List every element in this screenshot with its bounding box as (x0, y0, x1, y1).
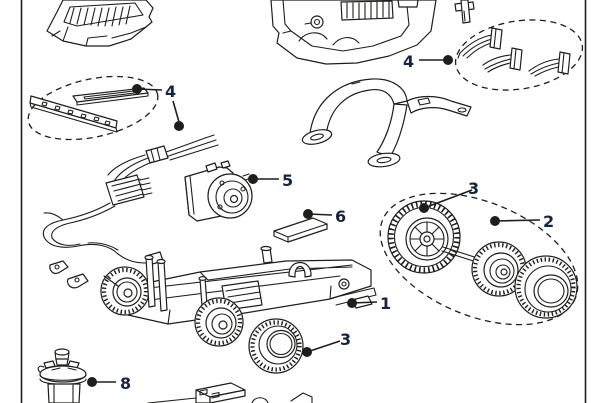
chassis-roll-hoop (288, 261, 312, 278)
rear-wheel (387, 200, 461, 274)
connector-part (147, 382, 313, 403)
retaining-clip (457, 27, 503, 59)
callout-8-guide: 8 (87, 374, 131, 393)
interior-tray-part (270, 0, 437, 65)
strips-group-ellipse (27, 75, 159, 141)
callout-5-motor: 5 (248, 171, 293, 190)
callout-3-tire: 3 (302, 330, 351, 357)
callout-4-strips: 4 (132, 82, 184, 131)
retaining-clip (482, 47, 523, 73)
chassis-front-wheel (100, 266, 150, 316)
gear-hub (471, 241, 527, 297)
callout-label: 4 (403, 52, 414, 71)
axle-assembly-ellipse (379, 192, 579, 326)
callout-label: 6 (335, 207, 346, 226)
callout-1-chassis: 1 (347, 294, 391, 313)
chassis-part (100, 245, 377, 347)
callout-label: 2 (543, 212, 554, 231)
guide-part (37, 348, 87, 403)
clip-part-single (454, 0, 475, 24)
body-roof-part (46, 0, 154, 47)
callout-6-magnet: 6 (303, 207, 346, 226)
retaining-clip (528, 51, 571, 77)
body-mount-part (301, 78, 472, 168)
callout-label: 3 (340, 330, 351, 349)
mounting-strip (29, 95, 118, 133)
callout-2-axle: 2 (490, 212, 554, 231)
spare-tire (514, 255, 578, 319)
magnet-part (273, 217, 328, 243)
callout-label: 4 (165, 82, 176, 101)
chassis-rear-wheel (194, 297, 244, 347)
clips-group-ellipse (454, 19, 584, 91)
callout-label: 1 (380, 294, 391, 313)
front-tire-part (248, 318, 304, 374)
callout-label: 8 (120, 374, 131, 393)
callout-label: 3 (468, 179, 479, 198)
motor-part (184, 160, 253, 222)
callout-4-clips: 4 (403, 52, 453, 71)
callout-label: 5 (282, 171, 293, 190)
callout-3-wheel: 3 (419, 179, 479, 213)
